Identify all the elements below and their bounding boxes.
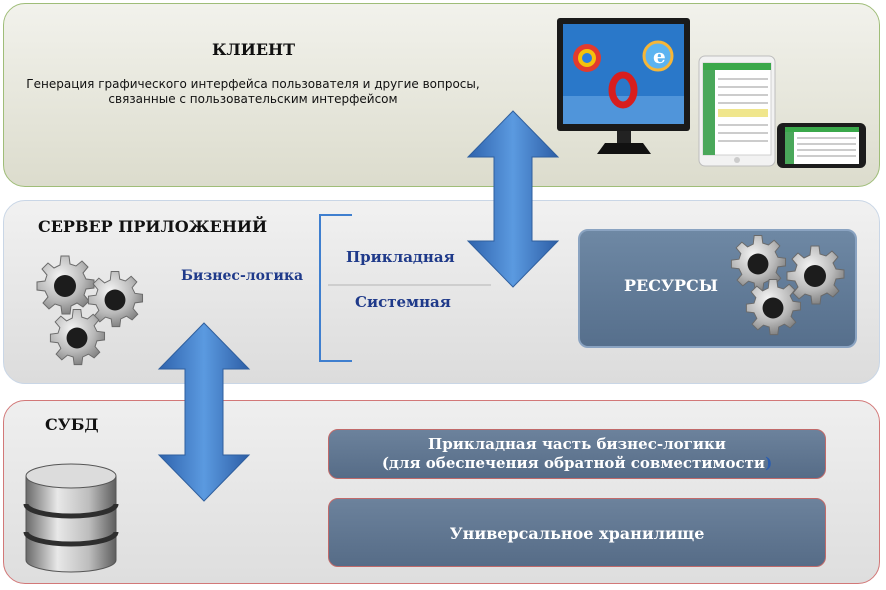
applied-layer-label: Прикладная <box>346 248 455 266</box>
gear-cluster-server <box>36 255 144 366</box>
gear-icon <box>36 255 95 315</box>
layer-divider <box>328 284 491 286</box>
client-description-line2: связанные с пользовательским интерфейсом <box>108 92 398 106</box>
client-description-line1: Генерация графического интерфейса пользо… <box>26 77 480 91</box>
client-title: КЛИЕНТ <box>212 40 296 59</box>
double-arrow-icon <box>157 322 251 502</box>
resources-label: РЕСУРСЫ <box>624 276 718 295</box>
applied-business-logic-line2-text: (для обеспечения обратной совместимости <box>381 454 766 472</box>
double-arrow-icon <box>466 110 560 288</box>
universal-storage-label: Универсальное хранилище <box>449 524 705 543</box>
monitor-icon: e <box>557 18 690 154</box>
logic-bracket <box>319 214 352 362</box>
gear-cluster-resources <box>730 235 845 336</box>
tablet-icon <box>698 55 776 167</box>
gear-icon <box>49 309 106 366</box>
closing-parenthesis: ) <box>765 454 773 472</box>
gear-icon <box>786 245 845 305</box>
system-layer-label: Системная <box>355 293 451 311</box>
applied-business-logic-line1: Прикладная часть бизнес-логики <box>428 435 726 453</box>
database-icon <box>23 463 119 573</box>
client-description: Генерация графического интерфейса пользо… <box>18 77 488 107</box>
universal-storage-box: Универсальное хранилище <box>328 498 826 567</box>
applied-business-logic-line2: (для обеспечения обратной совместимости) <box>329 454 825 473</box>
business-logic-label: Бизнес-логика <box>181 268 304 284</box>
app-server-title: СЕРВЕР ПРИЛОЖЕНИЙ <box>38 217 268 236</box>
applied-business-logic-box: Прикладная часть бизнес-логики (для обес… <box>328 429 826 479</box>
dbms-title: СУБД <box>45 415 99 434</box>
phone-icon <box>777 123 866 168</box>
svg-text:e: e <box>653 44 666 68</box>
